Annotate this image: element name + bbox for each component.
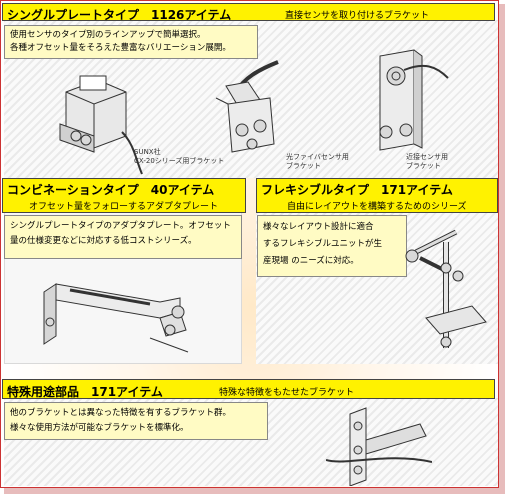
combination-subtitle: オフセット量をフォローするアダプタプレート (29, 202, 219, 212)
single-plate-desc-line-1: 使用センサのタイプ別のラインアップで簡単選択。 (10, 30, 206, 40)
combination-desc-line-2: 量の仕様変更などに対応する低コストシリーズ。 (10, 236, 197, 246)
special-desc-line-1: 他のブラケットとは異なった特徴を有するブラケット群。 (10, 408, 232, 418)
page-frame (0, 0, 499, 488)
page-shadow-right (499, 4, 505, 494)
special-title: 特殊用途部品 171アイテム (7, 385, 163, 399)
flexible-desc-line-3: 産現場 のニーズに対応。 (263, 256, 359, 266)
fiber-caption-line-1: 光ファイバセンサ用 (286, 153, 349, 161)
flexible-header: フレキシブルタイプ 171アイテム 自由にレイアウトを構築するためのシリーズ (256, 178, 498, 213)
sunx-bracket-caption: SUNX社 CX-20シリーズ用ブラケット (134, 148, 224, 166)
fiber-bracket-illustration (215, 60, 279, 153)
proximity-bracket-illustration (379, 49, 449, 151)
single-plate-description: 使用センサのタイプ別のラインアップで簡単選択。 各種オフセット量をそろえた豊富な… (4, 25, 258, 59)
sunx-bracket-illustration (59, 75, 143, 175)
single-plate-title: シングルプレートタイプ 1126アイテム (7, 8, 232, 22)
sunx-caption-line-2: CX-20シリーズ用ブラケット (134, 157, 225, 165)
proximity-caption-line-2: ブラケット (406, 162, 441, 170)
flexible-desc-line-2: するフレキシブルユニットが生 (263, 239, 383, 249)
proximity-caption-line-1: 近接センサ用 (406, 153, 448, 161)
fiber-caption-line-2: ブラケット (286, 162, 321, 170)
flexible-description: 様々なレイアウト設計に適合 するフレキシブルユニットが生 産現場 のニーズに対応… (257, 215, 407, 277)
special-bracket-illustration (326, 407, 432, 486)
combination-header: コンビネーションタイプ 40アイテム オフセット量をフォローするアダプタプレート (2, 178, 246, 213)
proximity-bracket-caption: 近接センサ用 ブラケット (406, 153, 448, 171)
fiber-bracket-caption: 光ファイバセンサ用 ブラケット (286, 153, 349, 171)
special-description: 他のブラケットとは異なった特徴を有するブラケット群。 様々な使用方法が可能なブラ… (4, 402, 268, 440)
special-desc-line-2: 様々な使用方法が可能なブラケットを標準化。 (10, 423, 189, 433)
special-subtitle: 特殊な特徴をもたせたブラケット (219, 388, 355, 398)
flexible-unit-illustration (405, 229, 487, 348)
sunx-caption-line-1: SUNX社 (134, 148, 161, 156)
single-plate-desc-line-2: 各種オフセット量をそろえた豊富なバリエーション展開。 (10, 43, 231, 53)
adapter-plate-illustration (43, 283, 189, 353)
combination-description: シングルプレートタイプのアダプタプレート。オフセット 量の仕様変更などに対応する… (4, 215, 242, 259)
page-shadow-bottom (4, 488, 505, 494)
special-header: 特殊用途部品 171アイテム 特殊な特徴をもたせたブラケット (2, 379, 495, 399)
flexible-title: フレキシブルタイプ 171アイテム (261, 183, 453, 197)
single-plate-subtitle: 直接センサを取り付けるブラケット (285, 11, 430, 21)
combination-desc-line-1: シングルプレートタイプのアダプタプレート。オフセット (10, 221, 231, 231)
combination-title: コンビネーションタイプ 40アイテム (7, 183, 215, 197)
flexible-desc-line-1: 様々なレイアウト設計に適合 (263, 222, 374, 232)
flexible-subtitle: 自由にレイアウトを構築するためのシリーズ (287, 202, 467, 212)
single-plate-header: シングルプレートタイプ 1126アイテム 直接センサを取り付けるブラケット (2, 3, 495, 22)
